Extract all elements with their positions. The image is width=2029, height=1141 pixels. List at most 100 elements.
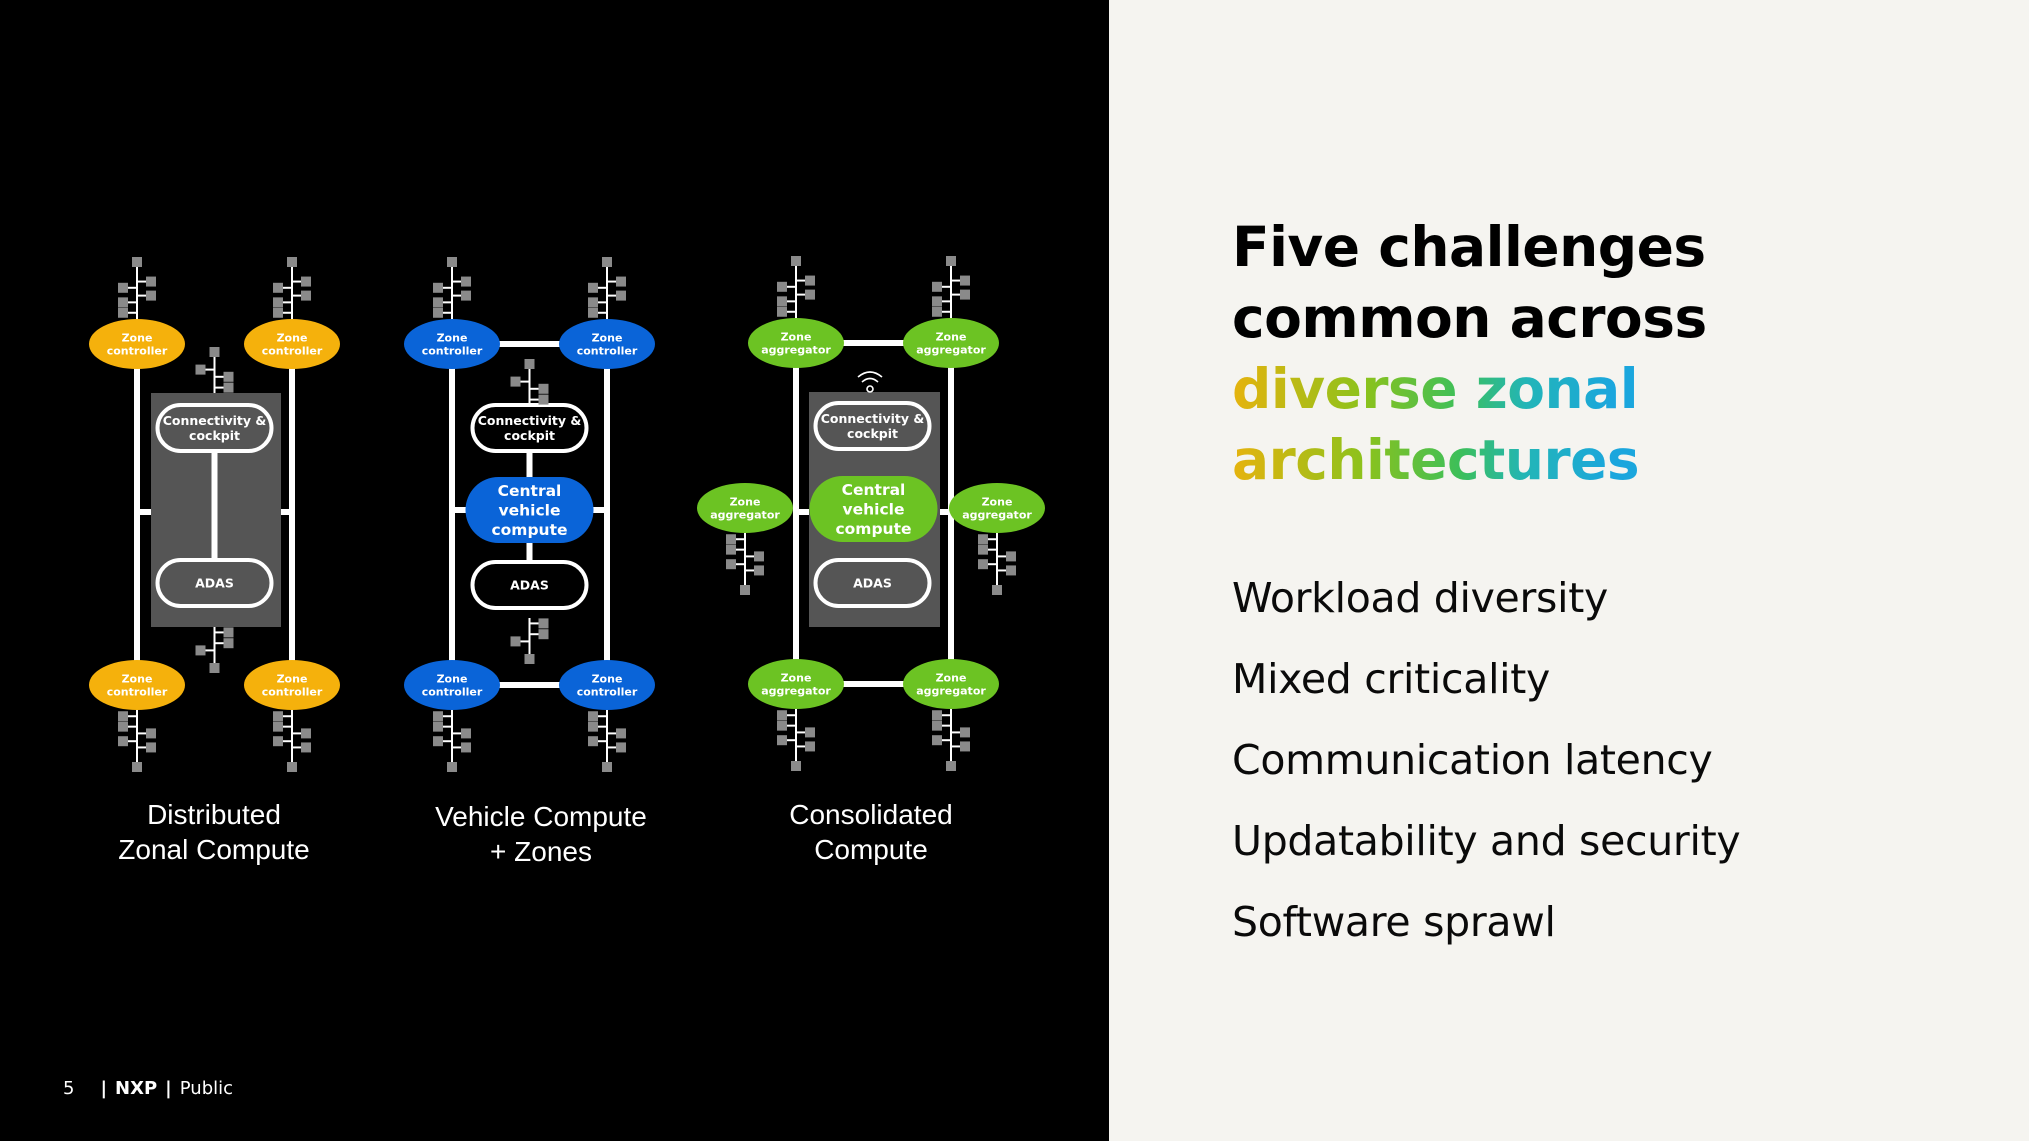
ecu-tree-icon bbox=[273, 710, 311, 772]
leaf-node bbox=[960, 289, 970, 300]
zone-ellipse bbox=[748, 318, 844, 368]
zone-ellipse bbox=[697, 483, 793, 533]
leaf-node bbox=[433, 736, 443, 747]
module-bg bbox=[472, 562, 587, 608]
challenges-list: Workload diversity Mixed criticality Com… bbox=[1232, 558, 1741, 963]
leaf-node bbox=[777, 281, 787, 292]
title-line-highlight: architectures bbox=[1232, 425, 1707, 496]
leaf-node bbox=[960, 727, 970, 738]
leaf-node bbox=[146, 290, 156, 301]
leaf-node bbox=[588, 282, 598, 293]
zone-ellipse bbox=[404, 660, 500, 710]
zone-ellipse bbox=[903, 318, 999, 368]
ecu-tree-icon bbox=[726, 533, 764, 595]
leaf-node bbox=[301, 728, 311, 739]
leaf-node bbox=[195, 645, 206, 656]
leaf-node bbox=[777, 296, 787, 307]
leaf-node bbox=[960, 275, 970, 286]
leaf-node bbox=[946, 256, 956, 266]
leaf-node bbox=[195, 364, 206, 375]
leaf-node bbox=[777, 720, 787, 731]
ecu-tree-icon bbox=[510, 618, 549, 664]
leaf-node bbox=[524, 654, 535, 664]
leaf-node bbox=[118, 307, 128, 318]
zone-ellipse bbox=[244, 660, 340, 710]
brand-name: NXP bbox=[115, 1078, 158, 1099]
leaf-node bbox=[433, 297, 443, 308]
caption-consolidated-compute: Consolidated Compute bbox=[789, 799, 953, 865]
ecu-tree-icon bbox=[932, 256, 970, 318]
leaf-node bbox=[805, 741, 815, 752]
page-number: 5 bbox=[63, 1078, 75, 1099]
leaf-node bbox=[740, 585, 750, 595]
zone-ellipse bbox=[89, 660, 185, 710]
leaf-node bbox=[805, 289, 815, 300]
leaf-node bbox=[301, 276, 311, 287]
wifi-arc bbox=[861, 377, 879, 383]
leaf-node bbox=[777, 735, 787, 746]
zone-ellipse bbox=[949, 483, 1045, 533]
wifi-icon bbox=[857, 371, 883, 393]
leaf-node bbox=[273, 736, 283, 747]
module-adas: ADAS bbox=[470, 560, 589, 610]
leaf-node bbox=[273, 721, 283, 732]
leaf-node bbox=[146, 728, 156, 739]
leaf-node bbox=[461, 276, 471, 287]
zone-ellipse bbox=[559, 660, 655, 710]
leaf-node bbox=[932, 710, 942, 721]
leaf-node bbox=[992, 585, 1002, 595]
leaf-node bbox=[616, 742, 626, 753]
module-bg bbox=[472, 405, 587, 451]
leaf-node bbox=[223, 371, 234, 382]
module-outline bbox=[470, 560, 589, 610]
leaf-node bbox=[118, 736, 128, 747]
zone-ellipse bbox=[244, 319, 340, 369]
leaf-node bbox=[726, 544, 736, 555]
zone-ellipse bbox=[559, 319, 655, 369]
leaf-node bbox=[301, 742, 311, 753]
leaf-node bbox=[118, 297, 128, 308]
leaf-node bbox=[960, 741, 970, 752]
leaf-node bbox=[616, 276, 626, 287]
leaf-node bbox=[287, 257, 297, 267]
leaf-node bbox=[602, 762, 612, 772]
leaf-node bbox=[978, 544, 988, 555]
zone-ellipse bbox=[748, 659, 844, 709]
leaf-node bbox=[805, 275, 815, 286]
ecu-tree-icon bbox=[195, 347, 234, 393]
module-label: Connectivity &cockpit bbox=[163, 413, 267, 443]
ecu-tree-icon bbox=[978, 533, 1016, 595]
footer-separator: | bbox=[165, 1078, 172, 1099]
leaf-node bbox=[616, 728, 626, 739]
wifi-arc bbox=[857, 371, 883, 378]
leaf-node bbox=[538, 394, 549, 405]
leaf-node bbox=[273, 711, 283, 722]
leaf-node bbox=[588, 721, 598, 732]
leaf-node bbox=[602, 257, 612, 267]
leaf-node bbox=[538, 629, 549, 640]
classification-label: Public bbox=[179, 1078, 234, 1099]
leaf-node bbox=[510, 636, 521, 647]
leaf-node bbox=[461, 728, 471, 739]
challenge-item: Mixed criticality bbox=[1232, 655, 1550, 703]
leaf-node bbox=[538, 618, 549, 629]
module-fill bbox=[809, 476, 938, 542]
module-label: ADAS bbox=[853, 576, 892, 591]
leaf-node bbox=[433, 711, 443, 722]
leaf-node bbox=[1006, 565, 1016, 576]
zone-ellipse bbox=[903, 659, 999, 709]
leaf-node bbox=[223, 638, 234, 649]
leaf-node bbox=[433, 307, 443, 318]
